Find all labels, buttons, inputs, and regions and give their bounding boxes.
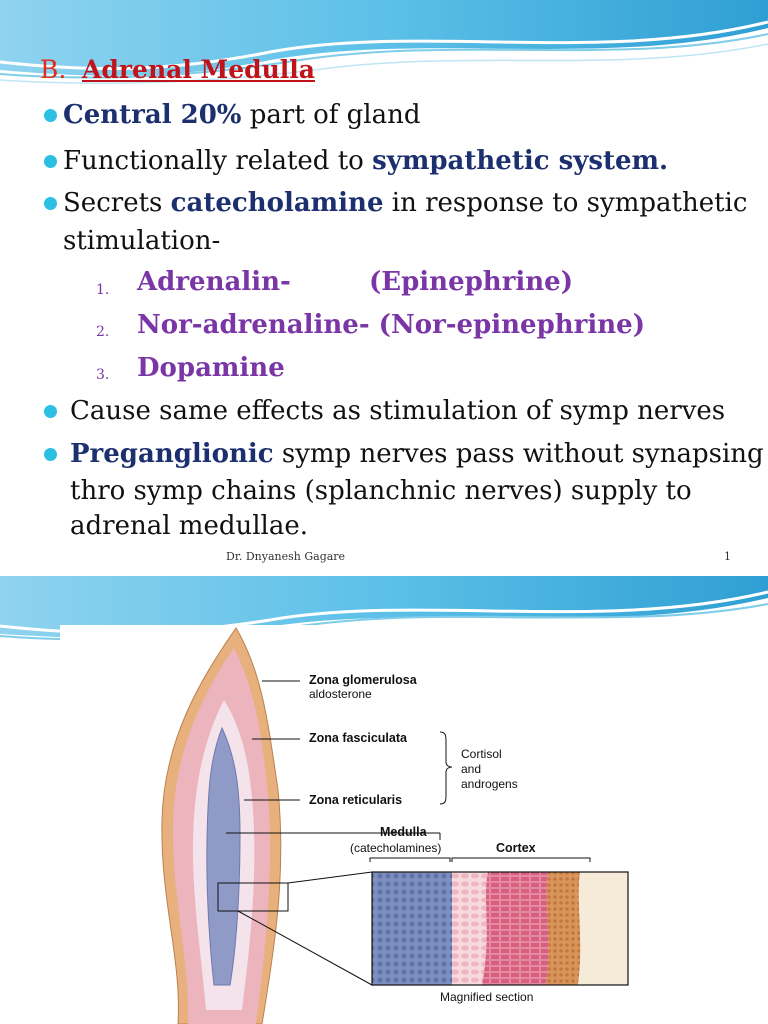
list-number: 3. <box>96 367 110 383</box>
heading-letter: B. <box>40 55 67 84</box>
list-number: 2. <box>96 324 110 340</box>
label-catecholamines: (catecholamines) <box>350 841 441 855</box>
bullet-dot <box>44 109 57 122</box>
heading-title: Adrenal Medulla <box>82 55 315 84</box>
bullet-secrets-line2: stimulation- <box>63 226 221 256</box>
bullet-dot <box>44 155 57 168</box>
bullet-functionally: Functionally related to sympathetic syst… <box>63 146 669 176</box>
bullet-dot <box>44 197 57 210</box>
bullet-dot <box>44 405 57 418</box>
label-cortisol: Cortisol <box>461 747 502 761</box>
bullet-central: Central 20% part of gland <box>63 100 421 130</box>
bullet-secrets: Secrets catecholamine in response to sym… <box>63 188 748 218</box>
footer-page-number: 1 <box>724 550 731 563</box>
list-number: 1. <box>96 282 110 298</box>
label-magnified-section: Magnified section <box>440 990 533 1004</box>
label-androgens: androgens <box>461 777 518 791</box>
magnified-section <box>371 871 629 986</box>
item-dopamine: Dopamine <box>137 353 285 383</box>
label-aldosterone: aldosterone <box>309 687 372 701</box>
bullet-preganglionic-line3: adrenal medullae. <box>70 511 308 541</box>
label-zona-fasciculata: Zona fasciculata <box>309 731 408 745</box>
label-medulla: Medulla <box>380 825 428 839</box>
bullet-cause: Cause same effects as stimulation of sym… <box>70 396 726 426</box>
slide-1: B. Adrenal Medulla Central 20% part of g… <box>0 0 768 563</box>
label-zona-reticularis: Zona reticularis <box>309 793 402 807</box>
label-cortex: Cortex <box>496 841 536 855</box>
header-wave-decoration <box>0 0 768 84</box>
zoom-region-box <box>217 882 289 912</box>
item-adrenalin: Adrenalin- <box>137 267 291 297</box>
bullet-preganglionic: Preganglionic symp nerves pass without s… <box>70 439 764 469</box>
label-and: and <box>461 762 481 776</box>
item-noradrenaline: Nor-adrenaline- (Nor-epinephrine) <box>137 310 646 340</box>
bullet-preganglionic-line2: thro symp chains (splanchnic nerves) sup… <box>70 476 692 506</box>
item-epinephrine: (Epinephrine) <box>369 267 574 297</box>
footer-author: Dr. Dnyanesh Gagare <box>226 550 346 563</box>
medulla-layer <box>206 726 241 986</box>
bullet-dot <box>44 448 57 461</box>
label-zona-glomerulosa: Zona glomerulosa <box>309 673 418 687</box>
